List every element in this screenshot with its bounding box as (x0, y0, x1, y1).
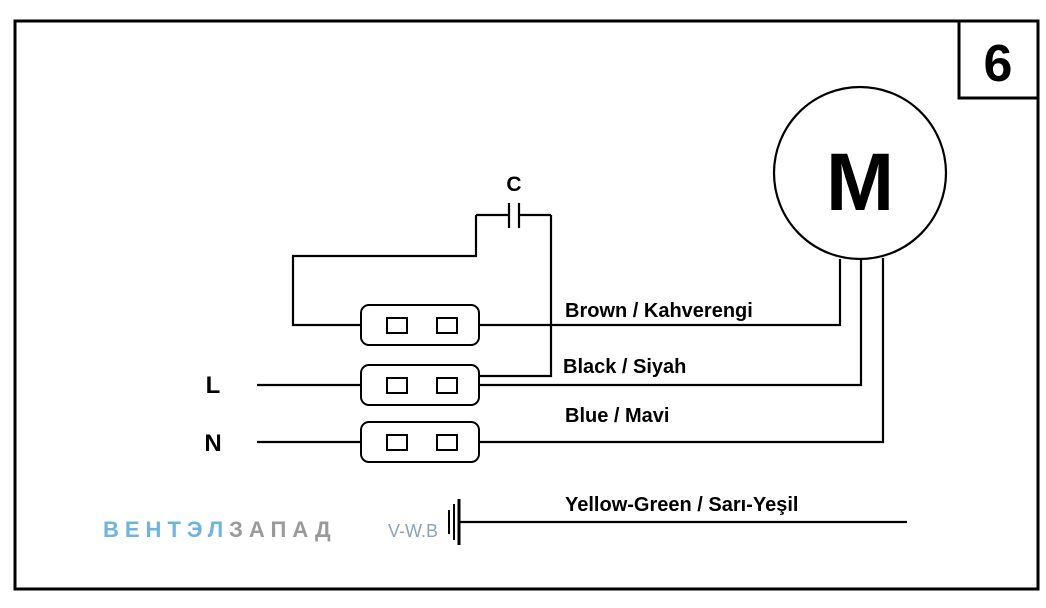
brand-logo-part2: ЗАПАД (229, 517, 337, 542)
brand-logo: ВЕНТЭЛЗАПАД (103, 517, 337, 542)
neutral-terminal-label: N (204, 430, 221, 457)
capacitor-label: C (506, 173, 521, 196)
ground-icon (448, 499, 461, 545)
capacitor-right-wire (478, 215, 553, 378)
blue-wire (479, 258, 885, 444)
black-wire (479, 259, 863, 387)
diagram-number: 6 (984, 35, 1013, 93)
brand-logo-part1: ВЕНТЭЛ (103, 517, 229, 542)
line-terminal-label: L (206, 372, 221, 399)
terminal-block-middle (360, 364, 480, 406)
ground-wire-label: Yellow-Green / Sarı-Yeşil (565, 494, 798, 516)
motor-label: M (826, 137, 894, 228)
blue-wire-label: Blue / Mavi (565, 405, 669, 427)
brown-wire-label: Brown / Kahverengi (565, 300, 753, 322)
terminal-block-bottom (360, 421, 480, 463)
brown-wire (479, 259, 842, 327)
black-wire-label: Black / Siyah (563, 356, 686, 378)
terminal-block-top (360, 304, 480, 346)
watermark: V-W.B (388, 521, 438, 541)
capacitor-left-wire (291, 215, 478, 327)
diagram-frame (13, 19, 1040, 591)
diagram-number-box (957, 19, 1040, 100)
capacitor-symbol (476, 203, 551, 228)
